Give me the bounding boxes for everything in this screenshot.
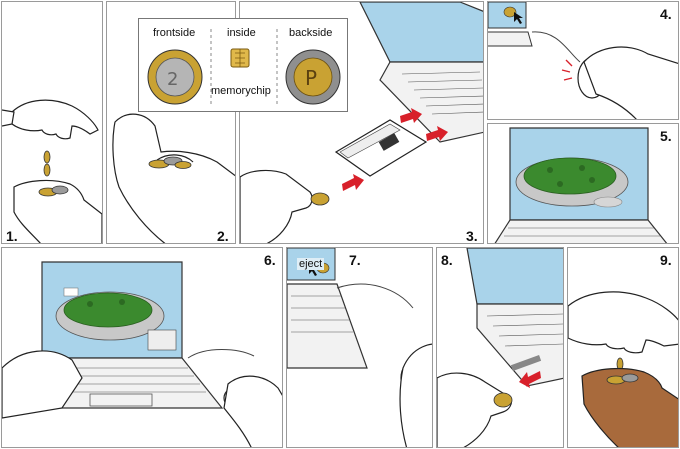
panel-4-number: 4. — [660, 6, 672, 22]
panel-9-illustration — [568, 291, 678, 447]
panel-8: 8. — [436, 247, 564, 448]
laptop-body — [476, 303, 563, 387]
mouse-cursor-icon — [514, 12, 523, 24]
panel-9-number: 9. — [660, 252, 672, 268]
island-green — [523, 157, 617, 195]
panel-5-number: 5. — [660, 128, 672, 144]
label-backside: backside — [289, 27, 333, 39]
panel-2-number: 2. — [217, 228, 229, 244]
panel-1-illustration — [2, 99, 102, 243]
laptop-screen — [466, 248, 563, 305]
laptop-screen — [359, 2, 483, 63]
callout-illustration: 2 P — [147, 29, 341, 107]
card-slot — [510, 355, 542, 371]
panel-3-number: 3. — [466, 228, 478, 244]
panel-9: 9. — [567, 247, 679, 448]
arrow-in-3 — [426, 126, 448, 141]
panel-4: 4. — [487, 1, 679, 120]
panel-7-illustration — [287, 248, 432, 447]
panel-2-illustration — [112, 113, 235, 243]
panel-5-illustration — [494, 127, 668, 243]
panel-1: 1. — [1, 1, 103, 244]
laptop-body — [379, 61, 483, 143]
panel-7-number: 7. — [349, 252, 361, 268]
arrow-in-1 — [342, 174, 364, 191]
svg-text:P: P — [305, 66, 317, 90]
trackpad — [89, 393, 153, 407]
coin-callout: 2 P frontside inside backside memorychip — [138, 18, 348, 112]
coin — [310, 192, 330, 206]
panel-5: 5. — [487, 123, 679, 244]
panel-1-number: 1. — [6, 228, 18, 244]
panel-3-illustration — [240, 2, 483, 243]
coin — [493, 392, 513, 408]
label-inside: inside — [227, 27, 256, 39]
panel-6-illustration — [2, 261, 282, 447]
label-frontside: frontside — [153, 27, 196, 39]
eject-button[interactable]: eject — [297, 258, 325, 270]
panel-8-number: 8. — [441, 252, 453, 268]
panel-8-illustration — [437, 248, 563, 447]
panel-6-number: 6. — [264, 252, 276, 268]
arrow-out — [519, 371, 541, 388]
label-memorychip: memorychip — [211, 85, 271, 97]
panel-4-illustration — [488, 2, 678, 119]
panel-6: 6. — [1, 247, 283, 448]
arrow-in-2 — [400, 108, 422, 123]
island-green — [63, 292, 153, 328]
memory-card — [334, 119, 428, 177]
panel-7: eject 7. — [286, 247, 433, 448]
dialog-window — [147, 329, 177, 351]
panel-3: 3. — [239, 1, 484, 244]
dark-hand — [581, 367, 678, 447]
svg-text:2: 2 — [167, 69, 178, 90]
